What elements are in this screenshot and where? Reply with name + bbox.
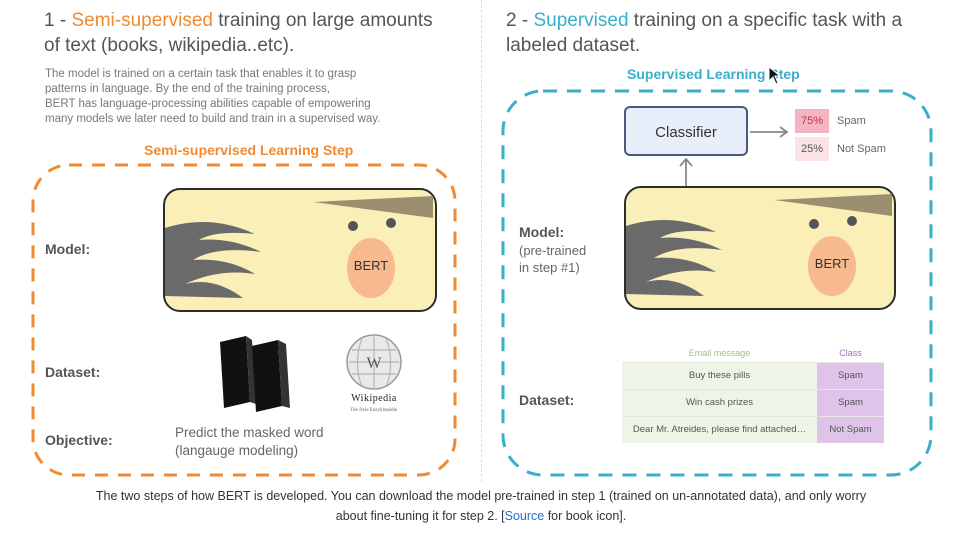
labeled-dataset-table: Email message Class Buy these pills Spam…: [622, 344, 884, 443]
col-class: Class: [839, 348, 862, 358]
table-header: Email message Class: [622, 344, 884, 362]
table-row: Win cash prizes Spam: [622, 389, 884, 416]
figure-caption: The two steps of how BERT is developed. …: [95, 489, 867, 523]
supervised-highlight: Supervised: [533, 10, 629, 31]
output-spam: 75% Spam: [795, 109, 866, 133]
semi-supervised-step-title: Semi-supervised Learning Step: [144, 142, 354, 158]
arrow-up-icon: [679, 157, 693, 186]
left-heading: 1 - Semi-supervised training on large am…: [44, 10, 433, 56]
wikipedia-tagline: Die freie Enzyklopädie: [351, 408, 398, 413]
output-not-spam-pct: 25%: [795, 137, 829, 161]
left-description: The model is trained on a certain task t…: [45, 68, 381, 125]
left-objective-label: Objective:: [45, 432, 113, 448]
col-email-message: Email message: [688, 348, 751, 358]
wikipedia-wordmark: Wikipedia: [351, 393, 397, 404]
right-heading: 2 - Supervised training on a specific ta…: [506, 10, 903, 56]
classifier-box: Classifier: [624, 106, 748, 156]
flame-decoration: [165, 221, 261, 298]
table-row: Dear Mr. Atreides, please find attached……: [622, 416, 884, 443]
supervised-dashed-frame: [501, 89, 933, 477]
right-model-subtitle: (pre-trained in step #1): [519, 243, 587, 275]
semi-supervised-dashed-frame: [31, 163, 457, 477]
source-link[interactable]: Source: [504, 509, 545, 523]
bert-label-right: BERT: [815, 256, 849, 271]
books-icon: [220, 336, 290, 412]
output-not-spam-label: Not Spam: [837, 143, 886, 155]
bert-model-illustration: BERT: [163, 188, 437, 312]
mouse-cursor-icon: [768, 66, 782, 85]
output-spam-label: Spam: [837, 115, 866, 127]
svg-text:W: W: [366, 355, 382, 372]
objective-text: Predict the masked word (langauge modeli…: [175, 425, 324, 458]
left-dataset-label: Dataset:: [45, 364, 101, 380]
section-divider: [481, 0, 482, 482]
bert-label-left: BERT: [354, 258, 388, 273]
right-dataset-label: Dataset:: [519, 392, 575, 408]
bert-pretrained-illustration: BERT: [624, 186, 896, 310]
wikipedia-globe-icon: W Wikipedia Die freie Enzyklopädie: [346, 334, 402, 413]
flame-decoration: [626, 219, 722, 296]
left-model-label: Model:: [45, 241, 91, 257]
output-not-spam: 25% Not Spam: [795, 137, 886, 161]
output-spam-pct: 75%: [795, 109, 829, 133]
semi-supervised-highlight: Semi-supervised: [71, 10, 213, 31]
table-row: Buy these pills Spam: [622, 362, 884, 389]
arrow-right-icon: [750, 126, 789, 138]
right-model-label: Model:: [519, 224, 565, 240]
supervised-step-title: Supervised Learning Step: [627, 66, 800, 82]
